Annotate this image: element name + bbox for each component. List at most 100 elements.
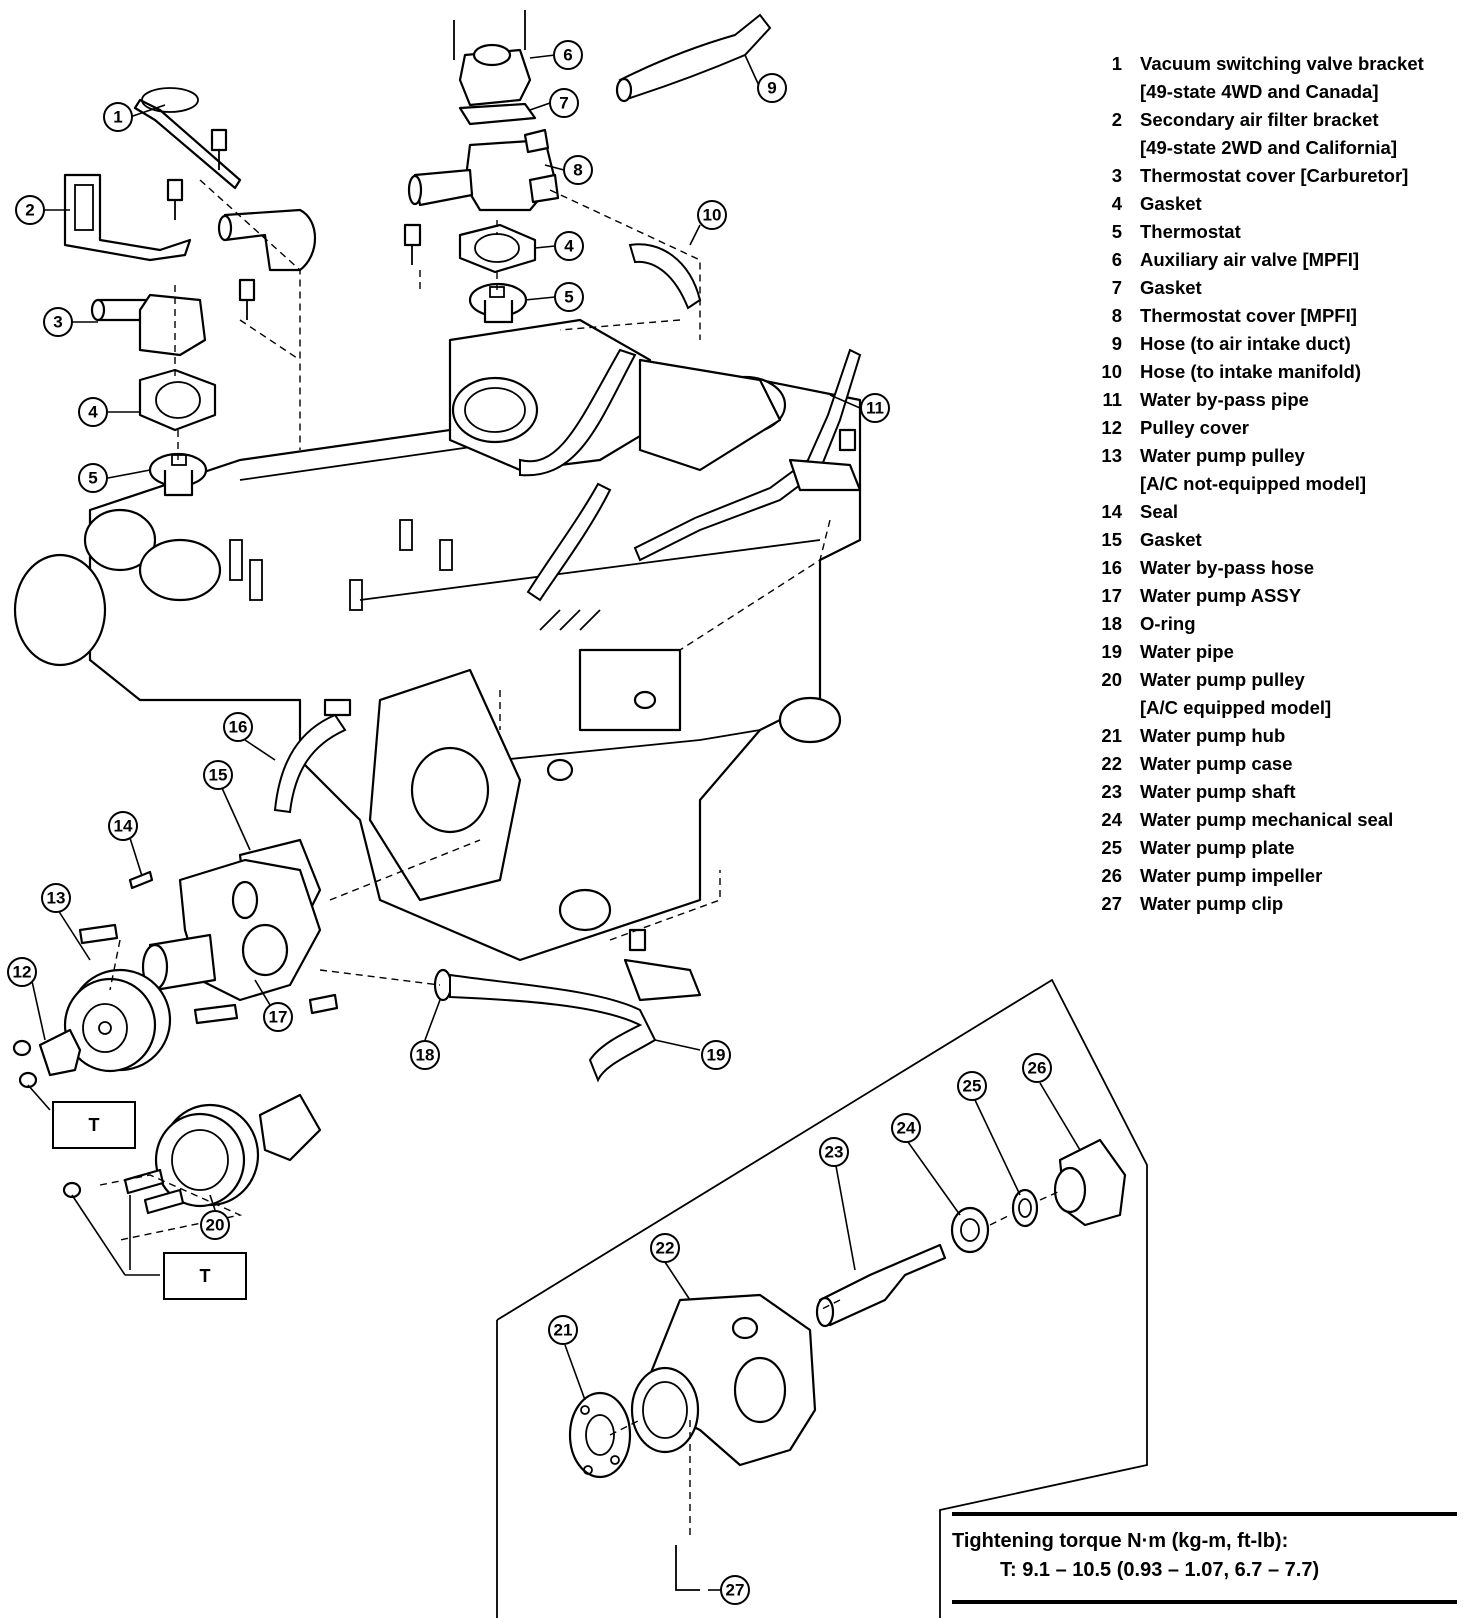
callout-10: 10: [697, 200, 727, 230]
legend-number: [1086, 78, 1140, 106]
legend-number: 22: [1101, 753, 1122, 774]
legend-number: 21: [1101, 725, 1122, 746]
legend-text: Water pump pulley: [1140, 445, 1305, 466]
legend-text: Water pump hub: [1140, 725, 1286, 746]
legend-number: [1086, 694, 1140, 722]
callout-7: 7: [549, 88, 579, 118]
svg-text:4: 4: [88, 403, 98, 422]
callout-18: 18: [410, 1040, 440, 1070]
legend-row: 26 Water pump impeller: [1086, 862, 1466, 890]
legend-text: Thermostat: [1140, 221, 1241, 242]
legend-row: [49-state 2WD and California]: [1086, 134, 1466, 162]
legend-number: 15: [1101, 529, 1122, 550]
torque-heading: Tightening torque N·m (kg-m, ft-lb):: [952, 1530, 1289, 1552]
callout-15: 15: [203, 760, 233, 790]
legend-text: [A/C not-equipped model]: [1140, 473, 1367, 494]
legend-text: Water by-pass hose: [1140, 557, 1315, 578]
callout-2: 2: [15, 195, 45, 225]
legend-text: Water pump clip: [1140, 893, 1284, 914]
legend-number: 26: [1101, 865, 1122, 886]
legend-number: 12: [1101, 417, 1122, 438]
torque-mark-box-1: T: [52, 1101, 136, 1149]
legend-row: 21 Water pump hub: [1086, 722, 1466, 750]
part-18-o-ring: [433, 968, 453, 1002]
legend-text: Water pump ASSY: [1140, 585, 1302, 606]
svg-text:24: 24: [897, 1119, 916, 1138]
legend-number: 4: [1111, 193, 1122, 214]
svg-text:22: 22: [656, 1239, 675, 1258]
legend-text: Hose (to intake manifold): [1140, 361, 1361, 382]
part-16-water-bypass-hose: [273, 698, 352, 814]
callout-19: 19: [701, 1040, 731, 1070]
part-11-water-bypass-pipe: [526, 348, 862, 602]
legend-text: O-ring: [1140, 613, 1196, 634]
legend-text: Hose (to air intake duct): [1140, 333, 1351, 354]
legend-number: 5: [1111, 221, 1122, 242]
legend-text: Secondary air filter bracket: [1140, 109, 1379, 130]
svg-text:16: 16: [229, 718, 248, 737]
svg-text:20: 20: [206, 1216, 225, 1235]
svg-text:1: 1: [113, 108, 122, 127]
legend-text: Auxiliary air valve [MPFI]: [1140, 249, 1360, 270]
svg-text:10: 10: [703, 206, 722, 225]
legend-number: 9: [1111, 333, 1122, 354]
legend-row: 22 Water pump case: [1086, 750, 1466, 778]
legend-number: 16: [1101, 557, 1122, 578]
legend-text: Gasket: [1140, 529, 1202, 550]
svg-text:19: 19: [707, 1046, 726, 1065]
svg-text:6: 6: [563, 46, 572, 65]
legend-row: [A/C not-equipped model]: [1086, 470, 1466, 498]
legend-text: Water pump case: [1140, 753, 1293, 774]
legend-text: Water pump impeller: [1140, 865, 1323, 886]
callout-4b: 4: [554, 231, 584, 261]
torque-rule-top: [952, 1512, 1457, 1516]
svg-text:2: 2: [25, 201, 34, 220]
legend-row: 3 Thermostat cover [Carburetor]: [1086, 162, 1466, 190]
legend-number: 19: [1101, 641, 1122, 662]
svg-text:15: 15: [209, 766, 228, 785]
callout-22: 22: [650, 1233, 680, 1263]
part-19-water-pipe: [449, 928, 702, 1083]
part-7-gasket: [458, 102, 537, 126]
torque-rule-bottom: [952, 1600, 1457, 1604]
legend-text: Water by-pass pipe: [1140, 389, 1309, 410]
svg-text:8: 8: [573, 161, 582, 180]
legend-text: Water pump pulley: [1140, 669, 1305, 690]
part-5-thermostat-right: [468, 282, 528, 324]
legend-row: 16 Water by-pass hose: [1086, 554, 1466, 582]
part-22-water-pump-case: [630, 1293, 817, 1467]
callout-17: 17: [263, 1002, 293, 1032]
legend-text: Water pipe: [1140, 641, 1234, 662]
callout-1: 1: [103, 102, 133, 132]
part-27-water-pump-clip: [675, 1545, 700, 1591]
callout-8: 8: [563, 155, 593, 185]
legend-number: [1086, 470, 1140, 498]
torque-value: T: 9.1 – 10.5 (0.93 – 1.07, 6.7 – 7.7): [1000, 1559, 1320, 1581]
torque-mark-box-2: T: [163, 1252, 247, 1300]
legend-text: Seal: [1140, 501, 1179, 522]
legend-text: [A/C equipped model]: [1140, 697, 1332, 718]
legend-text: Pulley cover: [1140, 417, 1250, 438]
legend-text: Water pump plate: [1140, 837, 1295, 858]
part-23-water-pump-shaft: [815, 1243, 947, 1328]
part-1-vsv-bracket: [133, 87, 242, 190]
callout-14: 14: [108, 811, 138, 841]
legend-number: 3: [1111, 165, 1122, 186]
legend-text: Thermostat cover [MPFI]: [1140, 305, 1357, 326]
legend-text: Thermostat cover [Carburetor]: [1140, 165, 1409, 186]
part-24-mechanical-seal: [950, 1206, 990, 1254]
part-2-air-filter-bracket: [63, 173, 192, 262]
svg-text:25: 25: [963, 1077, 982, 1096]
svg-text:12: 12: [13, 963, 32, 982]
legend-number: 14: [1101, 501, 1122, 522]
svg-text:13: 13: [47, 889, 66, 908]
callout-16: 16: [223, 712, 253, 742]
